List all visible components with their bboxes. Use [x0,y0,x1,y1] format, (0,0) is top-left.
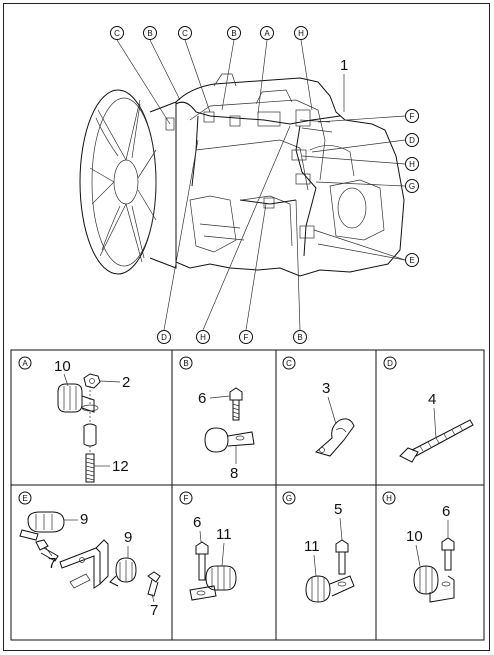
engine-illustration: C B C B A H 1 F D H G E [79,26,419,344]
panel-d: D 4 [383,356,474,463]
panel-f: F 6 11 [179,491,237,601]
top-callouts: C B C B A H [110,26,313,125]
callout-bubble: B [227,26,241,40]
part-number-label: 7 [150,602,158,619]
part-number-label: 3 [322,380,330,397]
callout-letter: C [182,29,188,38]
panel-id: A [22,359,28,368]
callout-letter: F [410,112,415,121]
callout-bubble: H [196,330,210,344]
callout-letter: H [200,333,206,342]
detail-panel-grid [10,349,485,641]
panel-c: C 3 [282,356,355,457]
part-number-label: 9 [124,529,132,546]
callout-bubble: F [405,109,419,123]
callout-letter: B [297,333,302,342]
panel-id: E [22,494,27,503]
callout-letter: B [147,29,152,38]
callout-letter: H [409,160,415,169]
callout-bubble: F [239,330,253,344]
part-number-label: 6 [442,503,450,520]
right-callouts: F D H G E [301,109,419,267]
part-number-label: 10 [406,528,423,545]
drawing-frame [3,3,490,651]
panel-id: F [184,494,189,503]
panel-id: G [286,494,292,503]
part-number-label: 11 [216,526,232,543]
callout-bubble: C [110,26,124,40]
part-number-label: 6 [193,514,201,531]
panel-e: E 9 7 9 7 [18,491,161,619]
part-number-label: 6 [198,390,206,407]
bottom-callouts: D H F B [157,125,307,344]
callout-bubble: H [405,157,419,171]
part-number-label: 5 [334,501,342,518]
panel-id: C [286,359,292,368]
callout-letter: G [409,182,415,191]
callout-bubble: C [178,26,192,40]
part-number-label: 7 [48,555,56,572]
callout-bubble: H [294,26,308,40]
panel-b: B 6 8 [179,356,255,482]
panel-id: H [386,494,392,503]
callout-letter: D [409,136,415,145]
part-number-label: 10 [54,358,71,375]
part-number-label: 4 [428,391,436,408]
panel-a: A 10 2 12 [18,356,130,483]
callout-letter: A [264,29,270,38]
panel-g: G 5 11 [282,491,355,603]
callout-letter: F [244,333,249,342]
callout-bubble: B [293,330,307,344]
callout-bubble: A [260,26,274,40]
callout-letter: C [114,29,120,38]
part-number-label: 2 [122,374,130,391]
callout-letter: B [231,29,236,38]
engine-block-drawing [165,73,405,277]
harness-drawing [175,101,341,257]
callout-bubble: D [405,133,419,147]
callout-bubble: D [157,330,171,344]
panel-id: B [183,359,188,368]
panel-h: H 6 10 [382,491,455,603]
callout-bubble: G [405,179,419,193]
part-number-1: 1 [340,57,348,112]
callout-bubble: E [405,253,419,267]
callout-bubble: B [143,26,157,40]
fan-drawing [79,89,177,275]
part-number-label: 11 [304,538,320,555]
part-number-label: 12 [112,458,129,475]
callout-letter: D [161,333,167,342]
part-number-label: 8 [230,465,238,482]
callout-letter: E [409,256,414,265]
part-number-label: 9 [80,511,88,528]
panel-id: D [387,359,393,368]
callout-letter: H [298,29,304,38]
part-number-label: 1 [340,57,348,74]
